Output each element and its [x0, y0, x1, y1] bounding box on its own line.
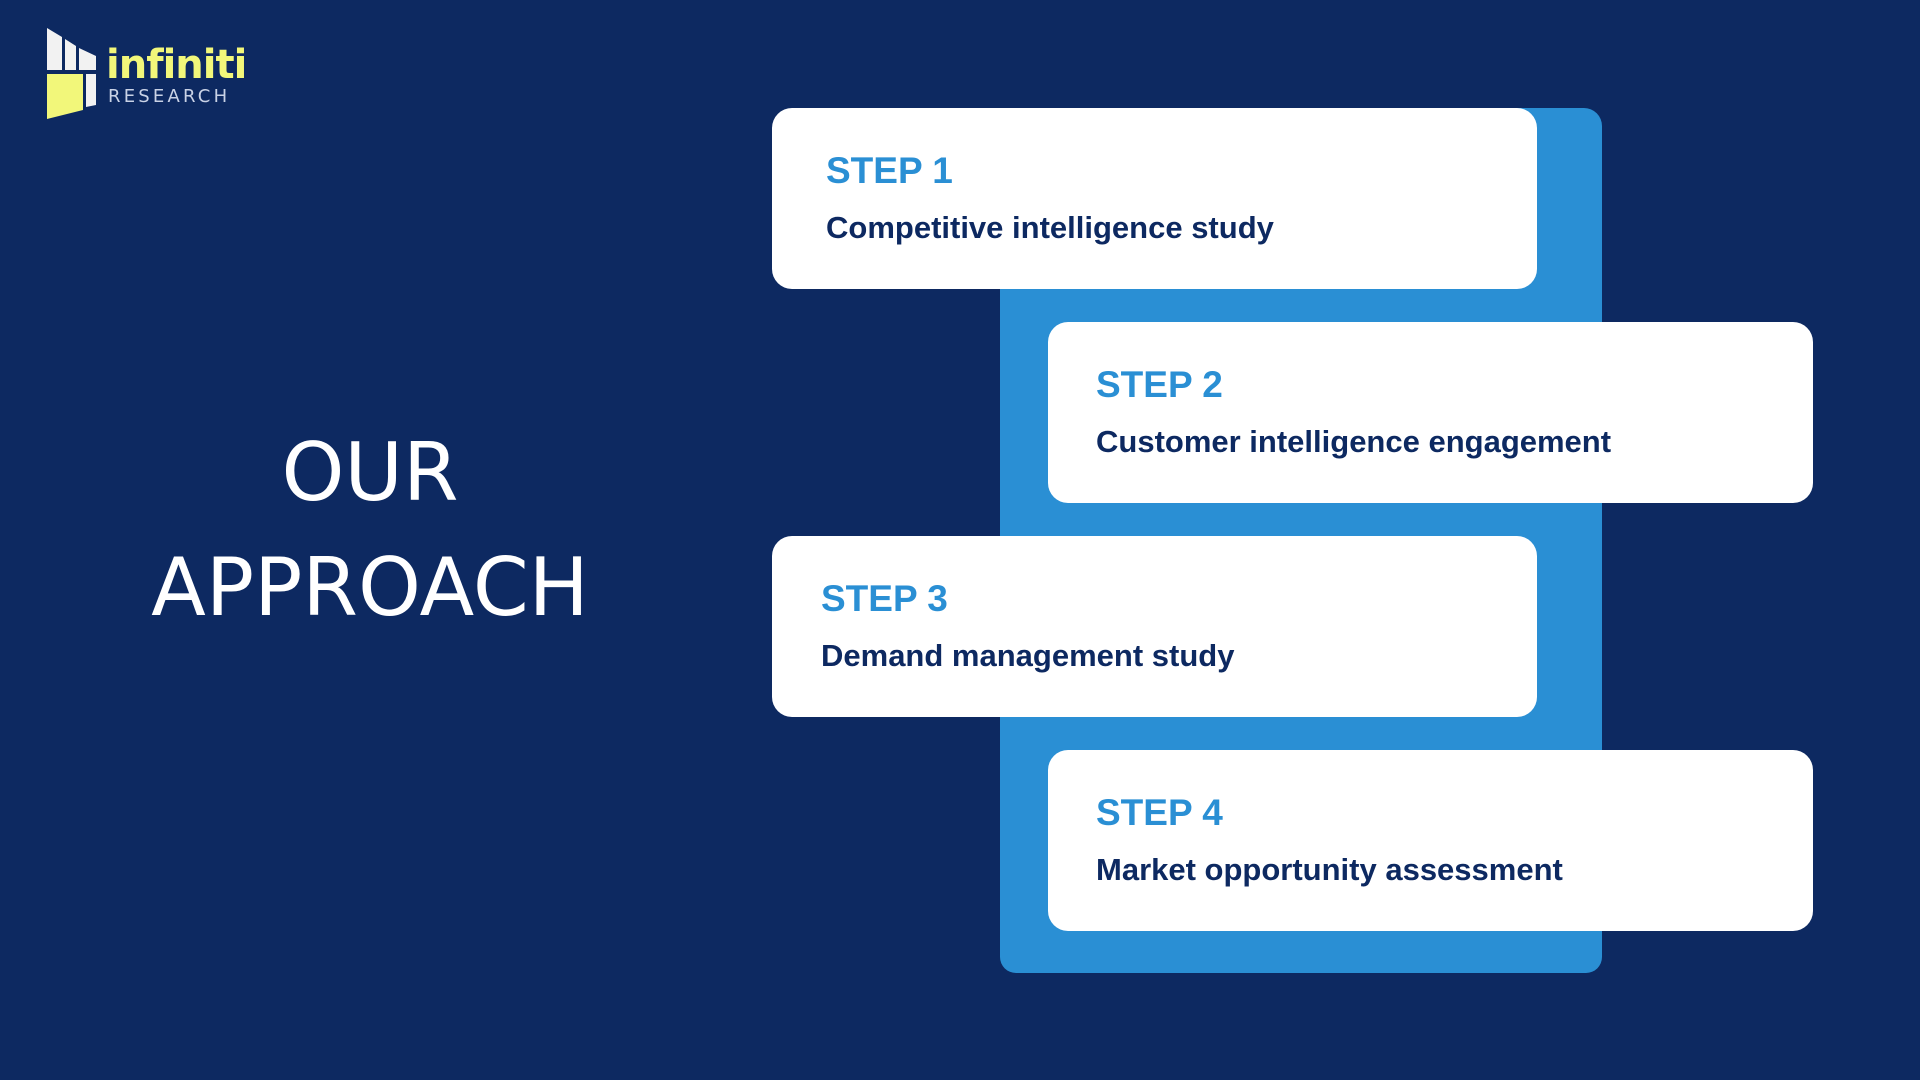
title-line-1: OUR [281, 426, 459, 519]
step-card-4: STEP 4 Market opportunity assessment [1048, 750, 1813, 931]
step-label: STEP 2 [1096, 364, 1223, 405]
step-card-1: STEP 1 Competitive intelligence study [772, 108, 1537, 289]
step-description: Competitive intelligence study [826, 210, 1274, 245]
infiniti-logo-icon [47, 28, 96, 119]
title-line-2: APPROACH [151, 541, 589, 634]
step-label: STEP 3 [821, 578, 948, 619]
step-card-3: STEP 3 Demand management study [772, 536, 1537, 717]
step-description: Demand management study [821, 638, 1235, 673]
step-card-2: STEP 2 Customer intelligence engagement [1048, 322, 1813, 503]
logo-wordmark: infiniti [106, 42, 247, 88]
step-label: STEP 1 [826, 150, 953, 191]
page-title: OUR APPROACH [90, 415, 650, 645]
step-description: Market opportunity assessment [1096, 852, 1563, 887]
step-label: STEP 4 [1096, 792, 1223, 833]
logo-subtext: RESEARCH [108, 86, 231, 107]
logo: infiniti RESEARCH [46, 28, 247, 120]
step-description: Customer intelligence engagement [1096, 424, 1612, 459]
